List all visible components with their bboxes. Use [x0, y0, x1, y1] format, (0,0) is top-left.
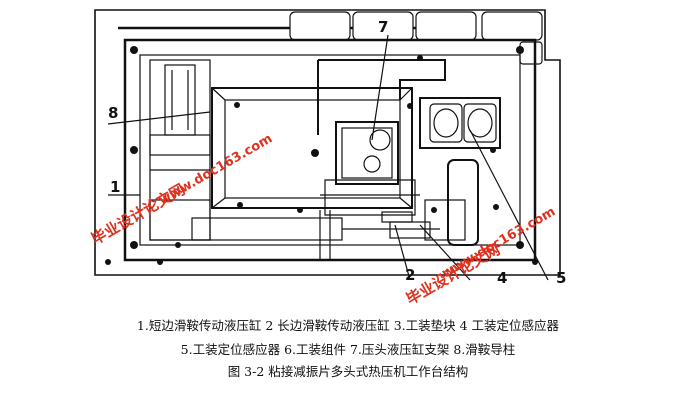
sensor-housing	[419, 97, 501, 246]
callout-label: 1	[110, 178, 120, 196]
bolt-pattern	[105, 46, 538, 265]
legend-line-1: 1.短边滑鞍传动液压缸 2 长边滑鞍传动液压缸 3.工装垫块 4 工装定位感应器	[136, 318, 560, 333]
top-block-row	[289, 11, 543, 65]
callout-label: 7	[378, 18, 388, 36]
press-head-support	[317, 59, 446, 216]
leader-lines	[107, 34, 549, 281]
slide-guide-column	[149, 59, 211, 241]
workbench-structure-drawing: 1 2 4 5 7 8 毕业设计论文网 www.doc163.com 毕业设计论…	[88, 9, 566, 308]
callout-label: 4	[497, 269, 507, 287]
callout-label: 2	[405, 266, 415, 284]
figure-caption: 图 3-2 粘接减振片多头式热压机工作台结构	[227, 364, 469, 379]
legend-line-2: 5.工装定位感应器 6.工装组件 7.压头液压缸支架 8.滑鞍导柱	[180, 342, 516, 357]
callout-label: 5	[556, 269, 566, 287]
callout-label: 8	[108, 104, 118, 122]
